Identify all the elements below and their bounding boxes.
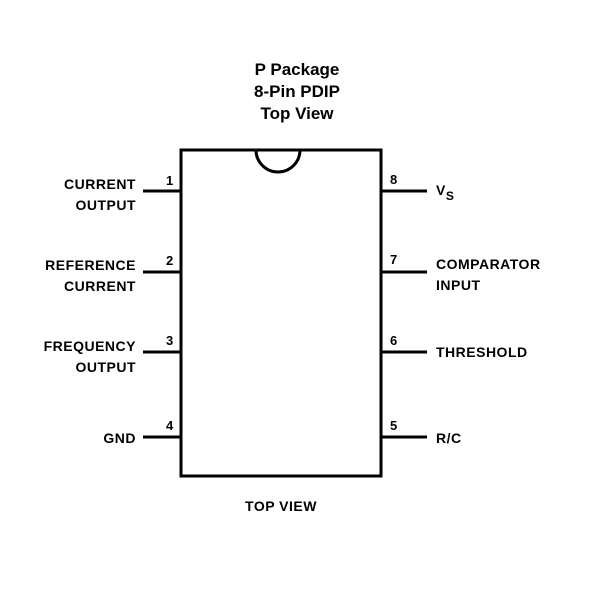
pin-2-label-line2: CURRENT: [64, 278, 136, 294]
pin-4-number: 4: [166, 418, 174, 433]
pin-3-number: 3: [166, 333, 173, 348]
pin-6: 6 THRESHOLD: [381, 333, 528, 360]
pin-2-number: 2: [166, 253, 173, 268]
ic-package-body: [179, 148, 383, 478]
pin-3: 3 FREQUENCY OUTPUT: [44, 333, 181, 375]
title-line-package: P Package: [254, 60, 340, 79]
pin-3-label-line2: OUTPUT: [75, 359, 136, 375]
pin-8-number: 8: [390, 172, 397, 187]
pin-7-number: 7: [390, 252, 397, 267]
pin-8-label-main: V: [436, 182, 446, 198]
package-title: P Package 8-Pin PDIP Top View: [0, 59, 594, 125]
title-line-pin-count: 8-Pin PDIP: [254, 82, 340, 101]
pin-1-label-line2: OUTPUT: [75, 197, 136, 213]
pin-1: 1 CURRENT OUTPUT: [64, 173, 181, 213]
pin-4: 4 GND: [103, 418, 181, 446]
pin-2-label-line1: REFERENCE: [45, 257, 136, 273]
pin-7-label-line1: COMPARATOR: [436, 256, 541, 272]
pin-8: 8 VS: [381, 172, 454, 203]
pin-6-label: THRESHOLD: [436, 344, 528, 360]
pin-5-number: 5: [390, 418, 397, 433]
pin-8-label-subscript: S: [446, 189, 455, 203]
pin-5: 5 R/C: [381, 418, 462, 446]
pin-1-number: 1: [166, 173, 173, 188]
pin-4-label: GND: [103, 430, 136, 446]
footer-caption: TOP VIEW: [245, 498, 317, 514]
pin-6-number: 6: [390, 333, 397, 348]
pin-7-label-line2: INPUT: [436, 277, 481, 293]
pin-3-label-line1: FREQUENCY: [44, 338, 137, 354]
pin-7: 7 COMPARATOR INPUT: [381, 252, 541, 293]
title-line-view: Top View: [260, 104, 334, 123]
orientation-notch: [254, 149, 302, 174]
pin-8-label: VS: [436, 182, 454, 203]
pin-5-label: R/C: [436, 430, 462, 446]
pin-1-label-line1: CURRENT: [64, 176, 136, 192]
pin-2: 2 REFERENCE CURRENT: [45, 253, 181, 294]
